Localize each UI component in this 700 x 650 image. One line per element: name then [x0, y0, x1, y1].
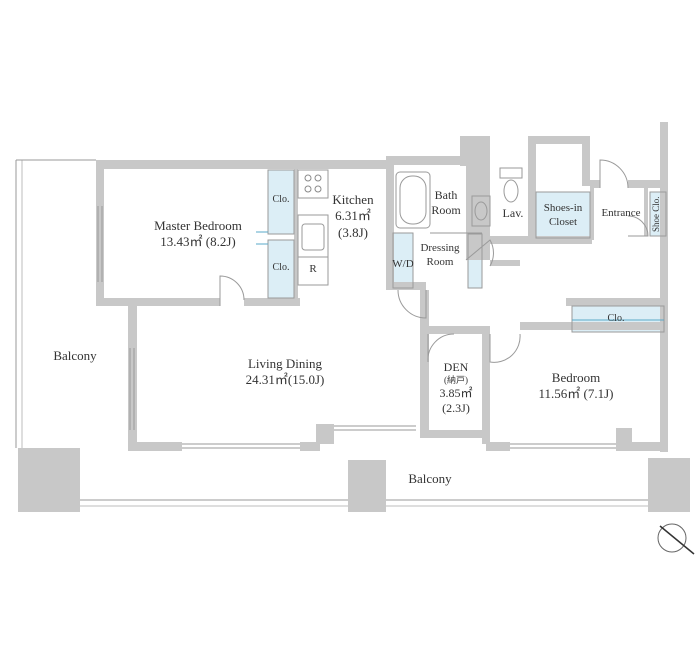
pillar-east: [648, 458, 690, 512]
balcony-south-railing: [80, 499, 648, 507]
bedroom-area: 11.56㎡ (7.1J): [538, 386, 614, 402]
master-bedroom-label: Master Bedroom 13.43㎡ (8.2J): [128, 218, 268, 251]
lav-label: Lav.: [502, 206, 524, 220]
kitchen-name: Kitchen: [332, 192, 374, 207]
dressing-line1: Dressing: [420, 242, 460, 254]
entrance-label: Entrance: [601, 207, 641, 219]
bath-line2: Room: [431, 203, 461, 217]
den-note: (納戸): [444, 375, 468, 385]
master-bedroom-name: Master Bedroom: [154, 218, 242, 233]
shoes-in-closet-label: Shoes-in Closet: [536, 202, 590, 230]
kitchen-label: Kitchen 6.31㎡ (3.8J): [322, 192, 384, 241]
walls: [96, 122, 668, 452]
dressing-line2: Room: [426, 255, 454, 268]
balcony-west-area: [15, 159, 96, 448]
shoes-in-line1: Shoes-in: [543, 202, 583, 214]
pillar-center: [348, 460, 386, 512]
bedroom-label: Bedroom 11.56㎡ (7.1J): [516, 370, 636, 403]
windows: [97, 206, 616, 449]
bedroom-name: Bedroom: [551, 370, 601, 385]
north-arrow-icon: [657, 523, 695, 555]
shoes-in-line2: Closet: [548, 215, 578, 228]
balcony-west-label: Balcony: [53, 348, 97, 363]
closet-accents: [256, 231, 664, 321]
washer-dryer-label: W/D: [392, 258, 414, 270]
closet-label-1: Clo.: [272, 194, 290, 205]
closet-label-3: Clo.: [607, 313, 625, 324]
den-area: 3.85㎡: [439, 386, 473, 401]
kitchen-tatami: (3.8J): [338, 224, 368, 240]
stove-burners: [304, 174, 322, 193]
fridge-label: R: [309, 263, 317, 275]
bath-line1: Bath: [434, 188, 458, 202]
bath-room-label: Bath Room: [424, 188, 468, 218]
fixture-outlines: [267, 167, 667, 333]
dressing-room-label: Dressing Room: [412, 242, 468, 270]
balcony-south-label: Balcony: [408, 471, 452, 486]
kitchen-area: 6.31㎡: [335, 208, 371, 224]
den-tatami: (2.3J): [442, 401, 470, 416]
door-swings: [219, 159, 649, 363]
living-area: 24.31㎡(15.0J): [245, 372, 325, 388]
closet-label-2: Clo.: [272, 262, 290, 273]
master-bedroom-area: 13.43㎡ (8.2J): [160, 234, 236, 250]
shoe-closet-label: Shoe Clo.: [651, 196, 661, 232]
living-dining-label: Living Dining 24.31㎡(15.0J): [220, 356, 350, 389]
den-name: DEN: [443, 360, 469, 374]
den-label: DEN (納戸) 3.85㎡ (2.3J): [430, 360, 482, 416]
pillar-west: [18, 448, 80, 512]
living-name: Living Dining: [247, 356, 323, 371]
